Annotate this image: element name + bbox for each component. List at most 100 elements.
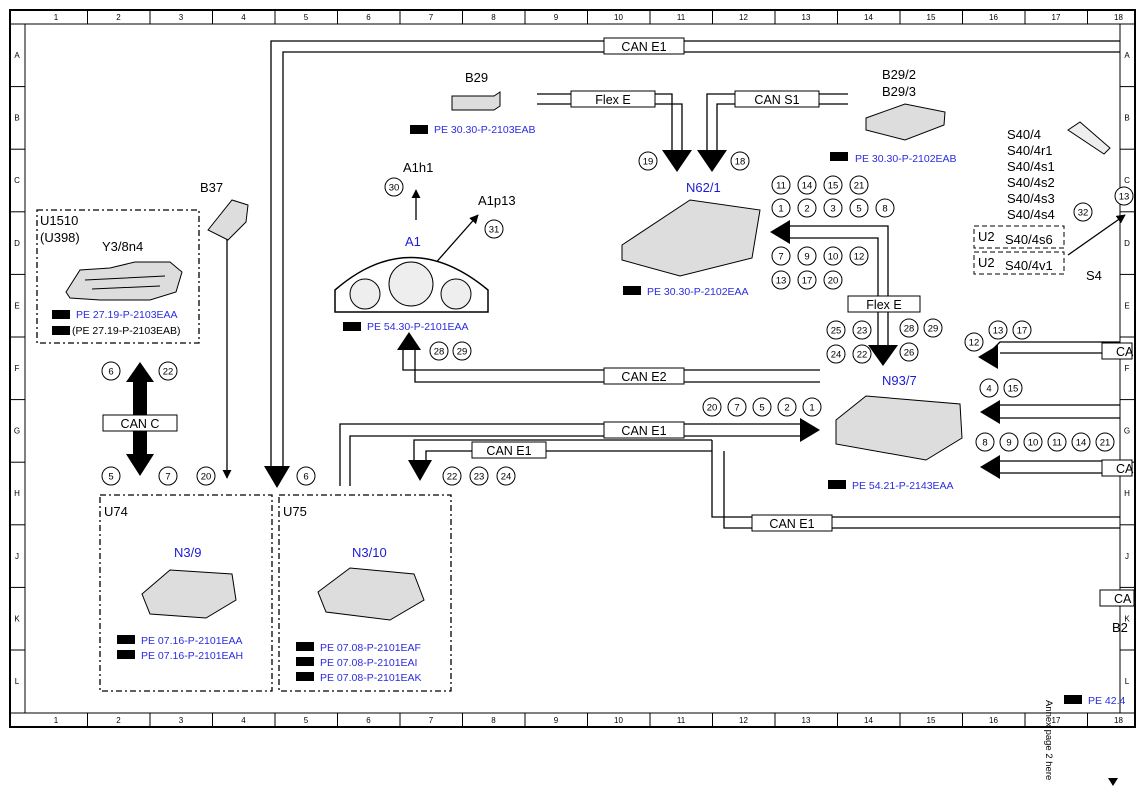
pin-number: 30 <box>384 177 404 197</box>
svg-text:11: 11 <box>1052 438 1062 449</box>
pin-number: 25 <box>826 320 846 340</box>
pin-number: 24 <box>826 344 846 364</box>
n62-1-module: N62/1 PE 30.30-P-2102EAA <box>621 180 761 298</box>
grid-col-label: 10 <box>614 716 623 725</box>
svg-text:18: 18 <box>735 157 746 168</box>
pin-number: 20 <box>196 466 216 486</box>
svg-text:20: 20 <box>828 276 839 287</box>
flex-e-top-label: Flex E <box>595 93 630 107</box>
pin-number: 23 <box>469 466 489 486</box>
pin-number: 23 <box>852 320 872 340</box>
ref-hand-icon <box>828 480 846 489</box>
svg-text:U2: U2 <box>978 229 995 244</box>
pin-number: 2 <box>777 397 797 417</box>
svg-text:13: 13 <box>776 276 787 287</box>
u1510-ref-2: (PE 27.19-P-2103EAB) <box>72 325 181 337</box>
svg-text:S40/4s3: S40/4s3 <box>1007 191 1055 206</box>
pin-number: 18 <box>730 151 750 171</box>
pin-number: 11 <box>1047 432 1067 452</box>
pin-number: 5 <box>849 198 869 218</box>
pin-number: 28 <box>429 341 449 361</box>
grid-row-label: G <box>14 427 20 436</box>
grid-row-label: K <box>1124 614 1130 623</box>
b29-ref: PE 30.30-P-2103EAB <box>434 124 536 136</box>
u74-engine-module: U74 N3/9 PE 07.16-P-2101EAA PE 07.16-P-2… <box>99 494 273 692</box>
grid-col-label: 17 <box>1052 13 1061 22</box>
pin-number: 2 <box>797 198 817 218</box>
u1510-module: U1510 (U398) Y3/8n4 PE 27.19-P-2103EAA (… <box>36 209 200 344</box>
grid-col-label: 2 <box>116 13 121 22</box>
pin-number: 22 <box>158 361 178 381</box>
grid-col-label: 13 <box>802 716 811 725</box>
grid-col-label: 15 <box>927 716 936 725</box>
svg-text:S40/4s2: S40/4s2 <box>1007 175 1055 190</box>
grid-col-label: 8 <box>491 13 496 22</box>
grid-columns: 1122334455667788991010111112121313141415… <box>54 10 1123 727</box>
flex-e-mid-label: Flex E <box>866 298 901 312</box>
svg-text:22: 22 <box>163 367 174 378</box>
drawing-frame <box>9 9 1136 728</box>
grid-col-label: 14 <box>864 13 873 22</box>
ca-right-2-label: CA <box>1116 462 1134 476</box>
ref-hand-icon <box>52 326 70 335</box>
svg-text:24: 24 <box>501 472 512 483</box>
svg-text:B2: B2 <box>1112 620 1128 635</box>
ref-hand-icon <box>830 152 848 161</box>
grid-row-label: K <box>14 614 20 623</box>
svg-text:15: 15 <box>828 181 839 192</box>
grid-row-label: C <box>14 176 20 185</box>
pin-number: 21 <box>849 175 869 195</box>
grid-row-label: G <box>1124 427 1130 436</box>
grid-col-label: 15 <box>927 13 936 22</box>
pin-number: 9 <box>797 246 817 266</box>
svg-text:N62/1: N62/1 <box>686 180 721 195</box>
b29-sensor: B29 PE 30.30-P-2103EAB <box>410 70 536 136</box>
svg-text:19: 19 <box>643 157 654 168</box>
margin-note: Annex page 2 here <box>1043 700 1054 780</box>
u1510-ref-1: PE 27.19-P-2103EAA <box>76 309 178 321</box>
svg-text:15: 15 <box>1008 384 1019 395</box>
svg-text:10: 10 <box>828 252 839 263</box>
svg-text:S40/4s4: S40/4s4 <box>1007 207 1055 222</box>
ref-hand-icon <box>296 672 314 681</box>
svg-text:B29/3: B29/3 <box>882 84 916 99</box>
b2-ref: PE 42.4 <box>1088 695 1126 707</box>
svg-text:U1510: U1510 <box>40 213 78 228</box>
svg-text:N3/10: N3/10 <box>352 545 387 560</box>
ref-hand-icon <box>343 322 361 331</box>
b29-2-sensor: B29/2 B29/3 PE 30.30-P-2102EAB <box>830 67 957 165</box>
svg-text:N3/9: N3/9 <box>174 545 201 560</box>
grid-col-label: 17 <box>1052 716 1061 725</box>
u75-ref-2: PE 07.08-P-2101EAI <box>320 657 417 669</box>
pin-number: 17 <box>797 270 817 290</box>
svg-text:30: 30 <box>389 183 400 194</box>
pin-number: 4 <box>979 378 999 398</box>
svg-text:B29/2: B29/2 <box>882 67 916 82</box>
grid-col-label: 5 <box>304 13 309 22</box>
svg-text:7: 7 <box>734 403 739 414</box>
can-c-label: CAN C <box>121 417 160 431</box>
grid-col-label: 16 <box>989 13 998 22</box>
pin-number: 3 <box>823 198 843 218</box>
pin-number: 32 <box>1073 202 1093 222</box>
pin-number: 13 <box>771 270 791 290</box>
svg-text:26: 26 <box>904 348 915 359</box>
svg-text:28: 28 <box>904 324 915 335</box>
grid-col-label: 7 <box>429 13 434 22</box>
svg-text:5: 5 <box>856 204 861 215</box>
can-e2-label: CAN E2 <box>621 370 666 384</box>
grid-col-label: 6 <box>366 716 371 725</box>
b37-sensor: B37 <box>200 180 249 241</box>
grid-row-label: F <box>15 364 20 373</box>
svg-text:B29: B29 <box>465 70 488 85</box>
svg-text:8: 8 <box>982 438 987 449</box>
pin-number: 20 <box>702 397 722 417</box>
pin-number: 13 <box>988 320 1008 340</box>
pin-number: 15 <box>1003 378 1023 398</box>
pin-number: 14 <box>797 175 817 195</box>
svg-text:5: 5 <box>759 403 764 414</box>
svg-text:U74: U74 <box>104 504 128 519</box>
s40-switch-group: S40/4 S40/4r1 S40/4s1 S40/4s2 S40/4s3 S4… <box>973 121 1111 283</box>
valve-body-icon <box>65 261 183 301</box>
